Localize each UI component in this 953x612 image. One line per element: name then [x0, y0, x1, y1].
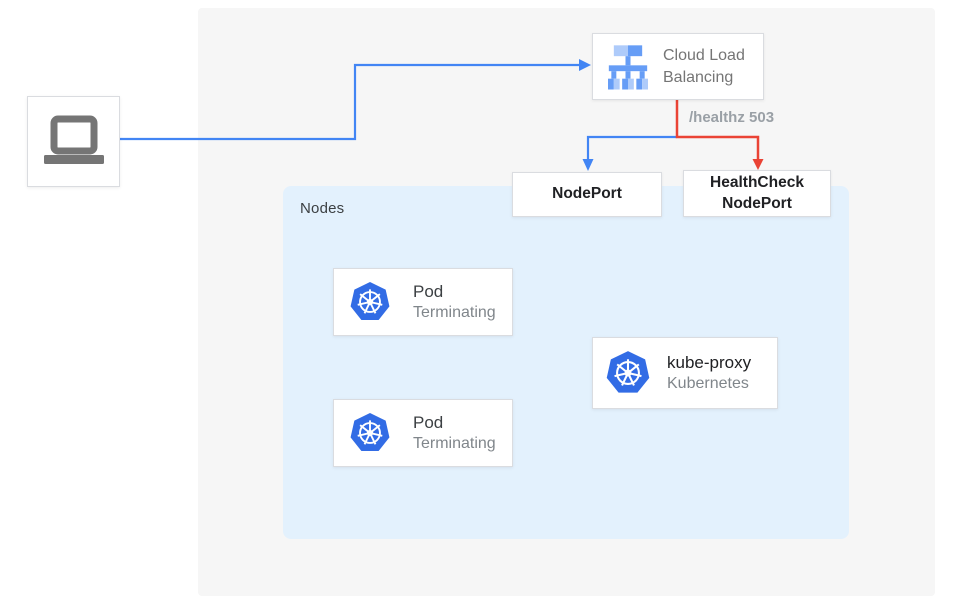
pod-status: Terminating [413, 304, 496, 321]
pod-node-1: Pod Terminating [333, 268, 513, 336]
pod-label: Pod [413, 282, 444, 301]
nodeport-label: NodePort [552, 185, 622, 203]
kubernetes-icon [606, 351, 650, 393]
kubernetes-icon [350, 282, 390, 320]
healthcheck-nodeport-label: HealthCheck NodePort [710, 173, 804, 212]
cloud-load-balancing-node: Cloud Load Balancing [592, 33, 764, 100]
healthz-status-label: /healthz 503 [689, 109, 775, 126]
flow-client-to-clb [120, 63, 580, 141]
pod-node-2: Pod Terminating [333, 399, 513, 467]
client-node [27, 96, 120, 187]
load-balancer-icon [608, 44, 648, 89]
laptop-icon [43, 115, 104, 164]
kube-proxy-node: kube-proxy Kubernetes [592, 337, 778, 409]
pod-label: Pod [413, 413, 444, 432]
nodeport-node: NodePort [512, 172, 662, 217]
nodes-group-label: Nodes [300, 200, 345, 217]
pod-status: Terminating [413, 435, 496, 452]
flow-clb-to-nodeport [586, 135, 677, 160]
healthcheck-nodeport-node: HealthCheck NodePort [683, 170, 831, 217]
arrowhead-into-healthcheck [752, 159, 764, 170]
arrowhead-into-clb [579, 59, 591, 71]
arrowhead-into-nodeport [582, 159, 594, 171]
kube-proxy-sublabel: Kubernetes [667, 375, 749, 392]
flow-clb-to-healthcheck [675, 100, 760, 160]
kubernetes-icon [350, 413, 390, 451]
kube-proxy-label: kube-proxy [667, 353, 752, 372]
cloud-load-balancing-label: Cloud Load Balancing [663, 47, 745, 86]
